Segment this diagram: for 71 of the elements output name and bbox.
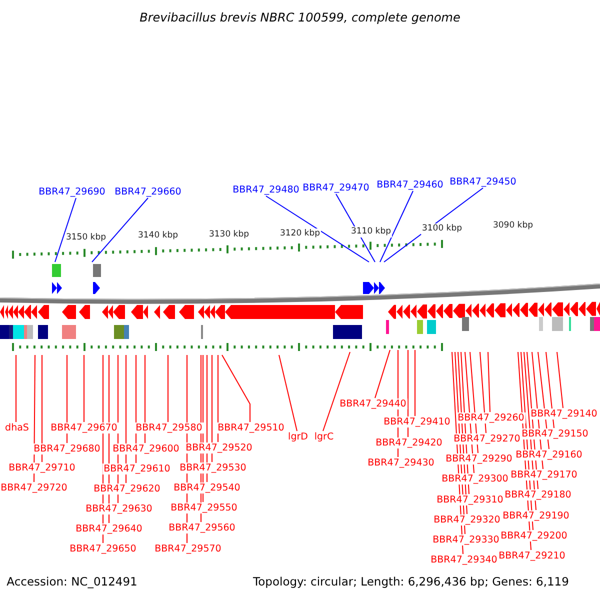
gene-label: BBR47_29420 — [374, 438, 444, 448]
gene-label: BBR47_29210 — [498, 550, 566, 562]
accession-text: Accession: NC_012491 — [6, 576, 138, 588]
leader-line — [54, 198, 76, 262]
gene-label: BBR47_29620 — [92, 484, 162, 494]
gene-label: BBR47_29610 — [102, 464, 172, 474]
gene-label: lgrC — [313, 432, 335, 442]
gene-label: BBR47_29680 — [32, 444, 102, 454]
gene-label: BBR47_29170 — [510, 470, 578, 480]
leader-line — [556, 352, 564, 408]
gene-label: lgrD — [287, 432, 309, 442]
leader-line — [488, 352, 490, 412]
gene-label: BBR47_29670 — [50, 422, 118, 434]
gene-label: BBR47_29710 — [8, 462, 76, 474]
gene-label: BBR47_29560 — [168, 522, 236, 534]
gene-label: BBR47_29520 — [184, 442, 254, 454]
leader-line — [144, 354, 146, 444]
scale-label: 3110 kbp — [350, 226, 392, 238]
leader-line — [380, 190, 414, 262]
leader-line — [322, 352, 350, 432]
gene-label: BBR47_29190 — [502, 510, 570, 522]
scale-label: 3100 kbp — [420, 224, 464, 234]
gene-label: BBR47_29450 — [448, 176, 518, 188]
leader-line — [92, 198, 148, 262]
gene-label: BBR47_29300 — [440, 474, 510, 484]
gene-label: BBR47_29180 — [504, 490, 572, 500]
gene-label: BBR47_29310 — [436, 494, 504, 506]
leader-line — [66, 354, 68, 444]
gene-label: BBR47_29440 — [338, 398, 408, 410]
gene-label: BBR47_29410 — [382, 416, 452, 428]
gene-label: BBR47_29540 — [172, 482, 242, 494]
leader-line — [278, 354, 298, 432]
gene-label: BBR47_29200 — [500, 530, 568, 542]
gene-label: BBR47_29460 — [376, 180, 444, 190]
gene-label: BBR47_29340 — [430, 554, 498, 566]
gene-label: BBR47_29690 — [38, 186, 106, 198]
gene-label: BBR47_29430 — [366, 458, 436, 468]
leader-line — [266, 196, 370, 262]
gene-label: BBR47_29480 — [232, 184, 300, 196]
scale-label: 3140 kbp — [136, 230, 180, 242]
gene-label: BBR47_29290 — [444, 454, 514, 464]
gene-label: dhaS — [4, 422, 30, 434]
gene-label: BBR47_29510 — [216, 422, 286, 434]
gene-label: BBR47_29470 — [302, 182, 370, 194]
gene-label: BBR47_29150 — [520, 428, 590, 440]
genome-info-text: Topology: circular; Length: 6,296,436 bp; Genes: 6,119 — [252, 576, 570, 588]
gene-label: BBR47_29630 — [84, 504, 154, 514]
gene-label: BBR47_29580 — [134, 422, 204, 434]
title: Brevibacillus brevis NBRC 100599, complete genome — [138, 12, 462, 24]
leader-line — [222, 354, 250, 422]
gene-label: BBR47_29640 — [74, 524, 144, 534]
gene-label: BBR47_29660 — [114, 186, 182, 198]
gene-label: BBR47_29570 — [154, 544, 222, 554]
gene-label: BBR47_29260 — [456, 412, 526, 424]
gene-label: BBR47_29720 — [0, 482, 68, 494]
gene-label: BBR47_29650 — [68, 544, 138, 554]
gene-label: BBR47_29550 — [170, 502, 238, 514]
scale-label: 3150 kbp — [64, 232, 108, 244]
gene-label: BBR47_29270 — [452, 434, 522, 444]
gene-label: BBR47_29330 — [432, 534, 500, 546]
leader-line — [480, 352, 486, 434]
gene-label: BBR47_29600 — [112, 444, 180, 454]
gene-label: BBR47_29140 — [530, 408, 598, 420]
leader-line — [374, 350, 390, 398]
scale-label: 3090 kbp — [492, 220, 534, 232]
scale-label: 3120 kbp — [278, 228, 322, 240]
leader-line — [414, 350, 416, 416]
scale-label: 3130 kbp — [208, 230, 250, 240]
gene-label: BBR47_29160 — [514, 450, 584, 460]
gene-label: BBR47_29530 — [178, 462, 248, 474]
gene-label: BBR47_29320 — [432, 514, 502, 526]
